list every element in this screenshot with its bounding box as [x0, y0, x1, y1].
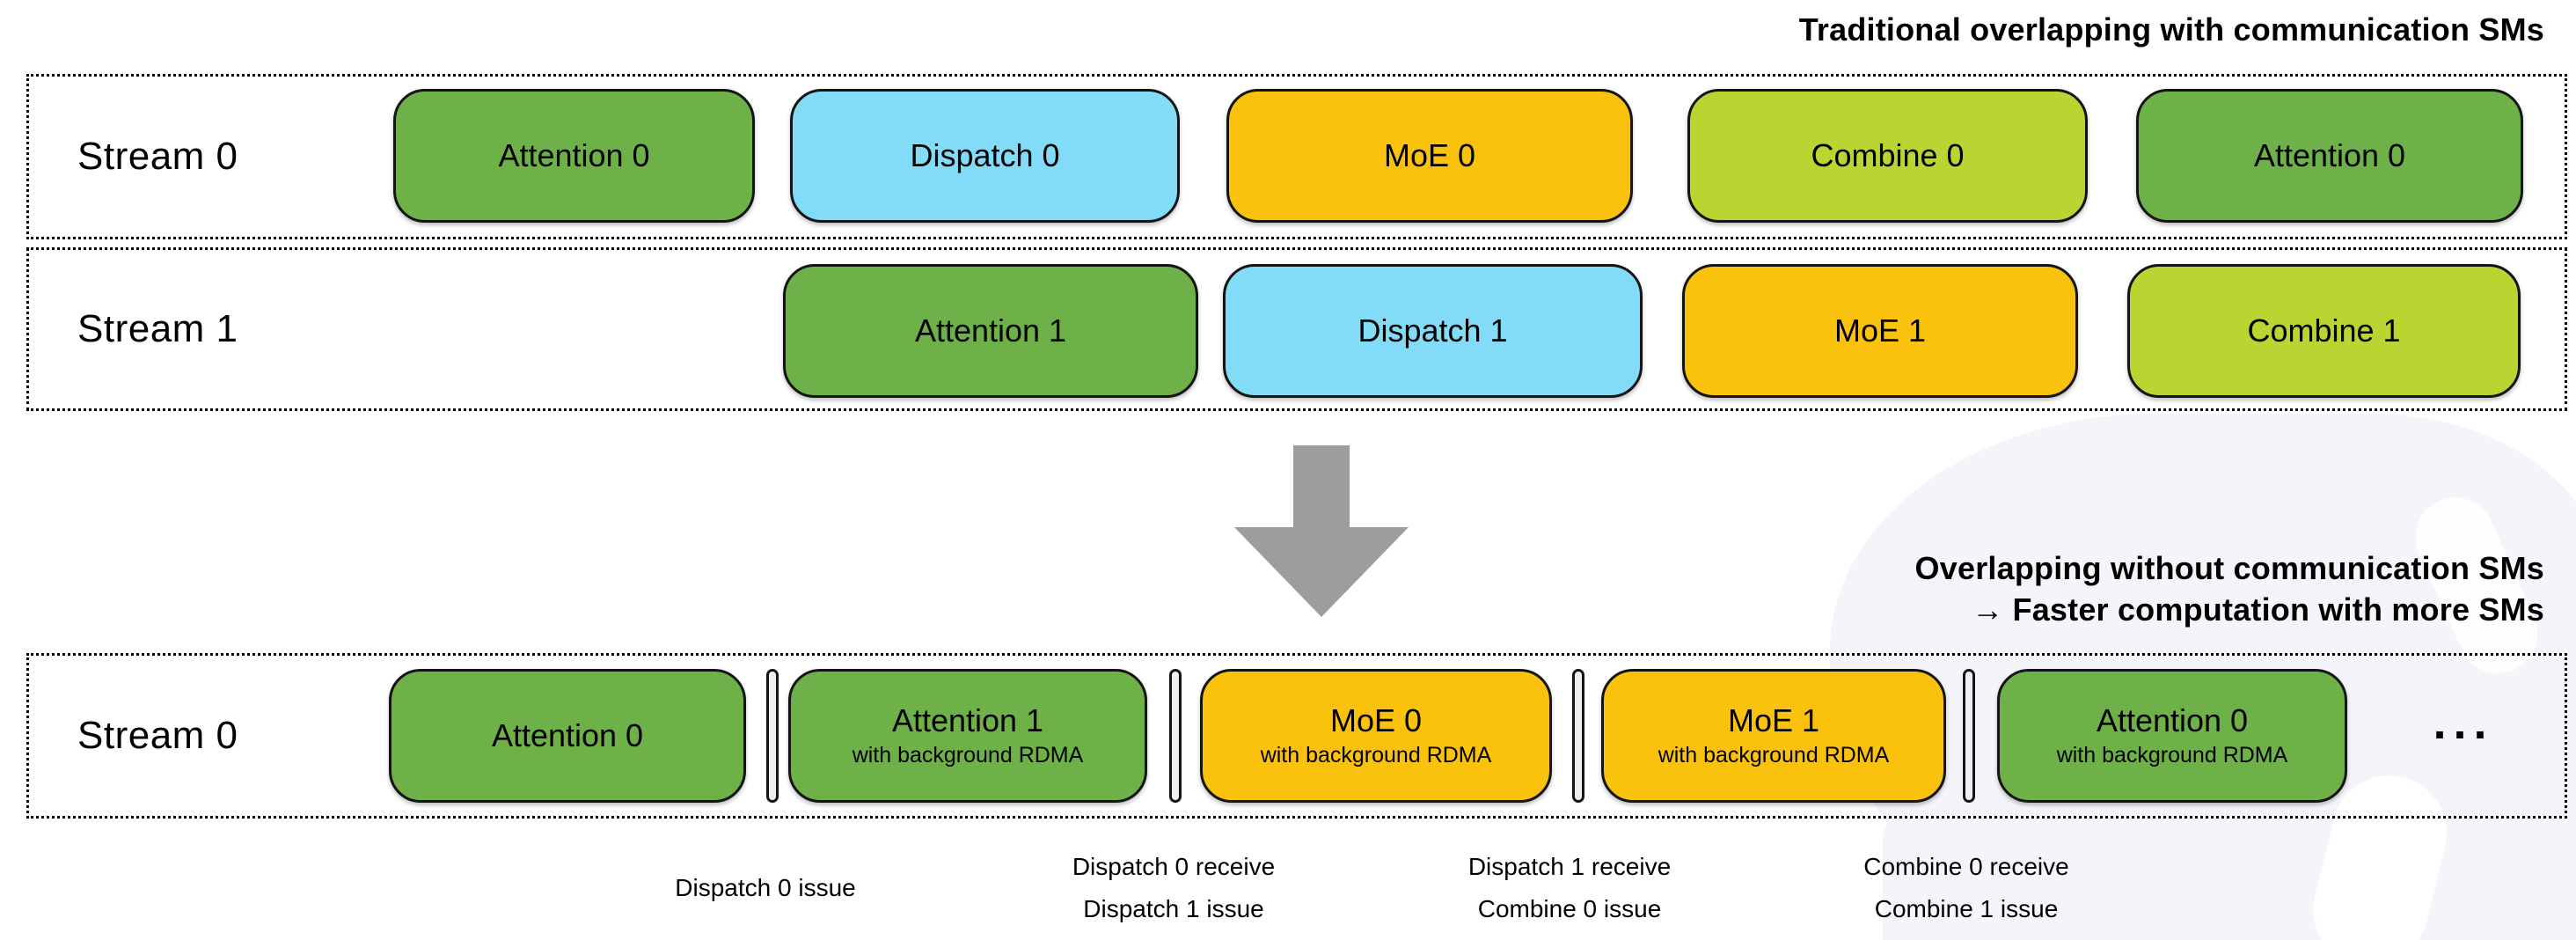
block-sublabel: with background RDMA	[1658, 743, 1890, 767]
top-section-title: Traditional overlapping with communicati…	[1798, 11, 2544, 48]
bottom-title-line1: Overlapping without communication SMs	[1914, 550, 2544, 586]
down-arrow-icon	[1234, 445, 1409, 617]
stream1-top-box	[26, 247, 2567, 411]
annotation-dispatch1-receive: Dispatch 1 receive Combine 0 issue	[1367, 846, 1772, 930]
block-label: Attention 1	[914, 312, 1067, 349]
block-label: Combine 1	[2247, 312, 2401, 349]
block-attention0-bottom: Attention 0	[389, 669, 746, 803]
annotation-line: Dispatch 0 issue	[675, 874, 856, 901]
separator-combine0-issue	[1572, 669, 1584, 803]
block-sublabel: with background RDMA	[2056, 743, 2288, 767]
separator-dispatch1-issue	[1169, 669, 1182, 803]
continuation-ellipsis: ···	[2433, 709, 2494, 761]
block-label: MoE 1	[1727, 702, 1820, 738]
stream0-top-label: Stream 0	[77, 135, 238, 178]
block-label: Dispatch 0	[910, 137, 1060, 173]
separator-combine1-issue	[1963, 669, 1975, 803]
block-label: Attention 1	[891, 702, 1044, 738]
stream0-bottom-label: Stream 0	[77, 714, 238, 757]
separator-dispatch0-issue	[766, 669, 779, 803]
stream0-top-box	[26, 74, 2567, 239]
block-label: Combine 0	[1811, 137, 1965, 173]
annotation-combine0-receive: Combine 0 receive Combine 1 issue	[1764, 846, 2169, 930]
bottom-title-line2: → Faster computation with more SMs	[1972, 591, 2544, 628]
block-label: Attention 0	[2096, 702, 2249, 738]
block-attention0-rdma: Attention 0 with background RDMA	[1997, 669, 2347, 803]
annotation-dispatch0-issue: Dispatch 0 issue	[563, 867, 968, 909]
annotation-line: Dispatch 1 issue	[1083, 895, 1264, 922]
block-label: MoE 0	[1383, 137, 1476, 173]
block-attention1: Attention 1	[783, 264, 1198, 398]
bottom-section-title: Overlapping without communication SMs → …	[1915, 547, 2544, 630]
block-label: Attention 0	[491, 717, 644, 753]
block-attention1-rdma: Attention 1 with background RDMA	[788, 669, 1147, 803]
block-attention0-next: Attention 0	[2136, 89, 2523, 223]
annotation-line: Combine 1 issue	[1874, 895, 2059, 922]
annotation-line: Dispatch 0 receive	[1072, 853, 1276, 880]
block-moe0-rdma: MoE 0 with background RDMA	[1200, 669, 1552, 803]
stream0-bottom-box	[26, 653, 2567, 819]
block-dispatch1: Dispatch 1	[1223, 264, 1643, 398]
annotation-line: Dispatch 1 receive	[1467, 853, 1672, 880]
block-label: MoE 0	[1329, 702, 1423, 738]
block-label: Attention 0	[2253, 137, 2406, 173]
annotation-line: Combine 0 receive	[1863, 853, 2069, 880]
block-combine1: Combine 1	[2127, 264, 2521, 398]
block-label: MoE 1	[1833, 312, 1927, 349]
block-combine0: Combine 0	[1687, 89, 2088, 223]
block-attention0: Attention 0	[393, 89, 755, 223]
annotation-line: Combine 0 issue	[1477, 895, 1662, 922]
block-moe1: MoE 1	[1682, 264, 2078, 398]
block-label: Attention 0	[498, 137, 650, 173]
block-moe1-rdma: MoE 1 with background RDMA	[1601, 669, 1946, 803]
block-sublabel: with background RDMA	[852, 743, 1084, 767]
block-sublabel: with background RDMA	[1260, 743, 1492, 767]
block-label: Dispatch 1	[1358, 312, 1508, 349]
block-dispatch0: Dispatch 0	[790, 89, 1180, 223]
block-moe0: MoE 0	[1226, 89, 1633, 223]
stream1-top-label: Stream 1	[77, 307, 238, 350]
annotation-dispatch0-receive: Dispatch 0 receive Dispatch 1 issue	[971, 846, 1376, 930]
